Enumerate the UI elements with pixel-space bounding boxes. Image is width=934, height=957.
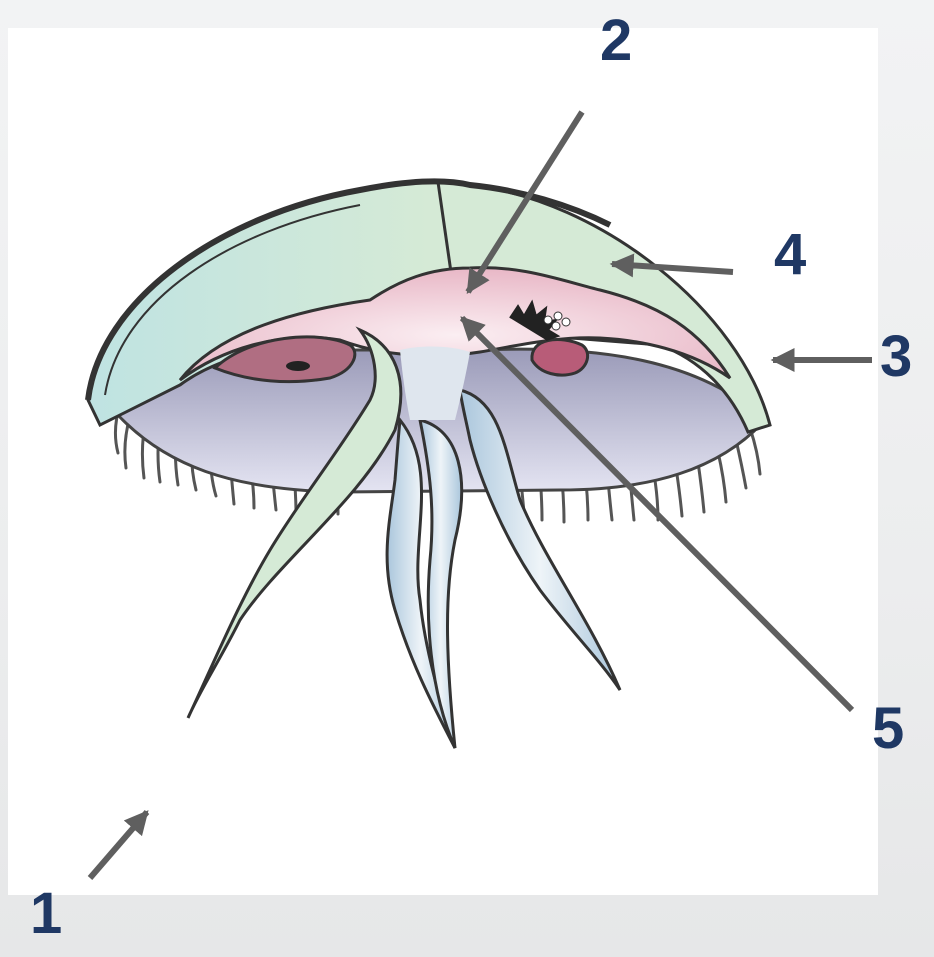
label-2: 2 — [600, 12, 632, 70]
label-4: 4 — [774, 226, 806, 284]
label-1: 1 — [30, 885, 62, 943]
gonad-pore — [286, 361, 310, 371]
label-5: 5 — [872, 700, 904, 758]
label-3: 3 — [880, 328, 912, 386]
gonad-right — [532, 340, 588, 376]
arrow-1 — [90, 812, 147, 878]
